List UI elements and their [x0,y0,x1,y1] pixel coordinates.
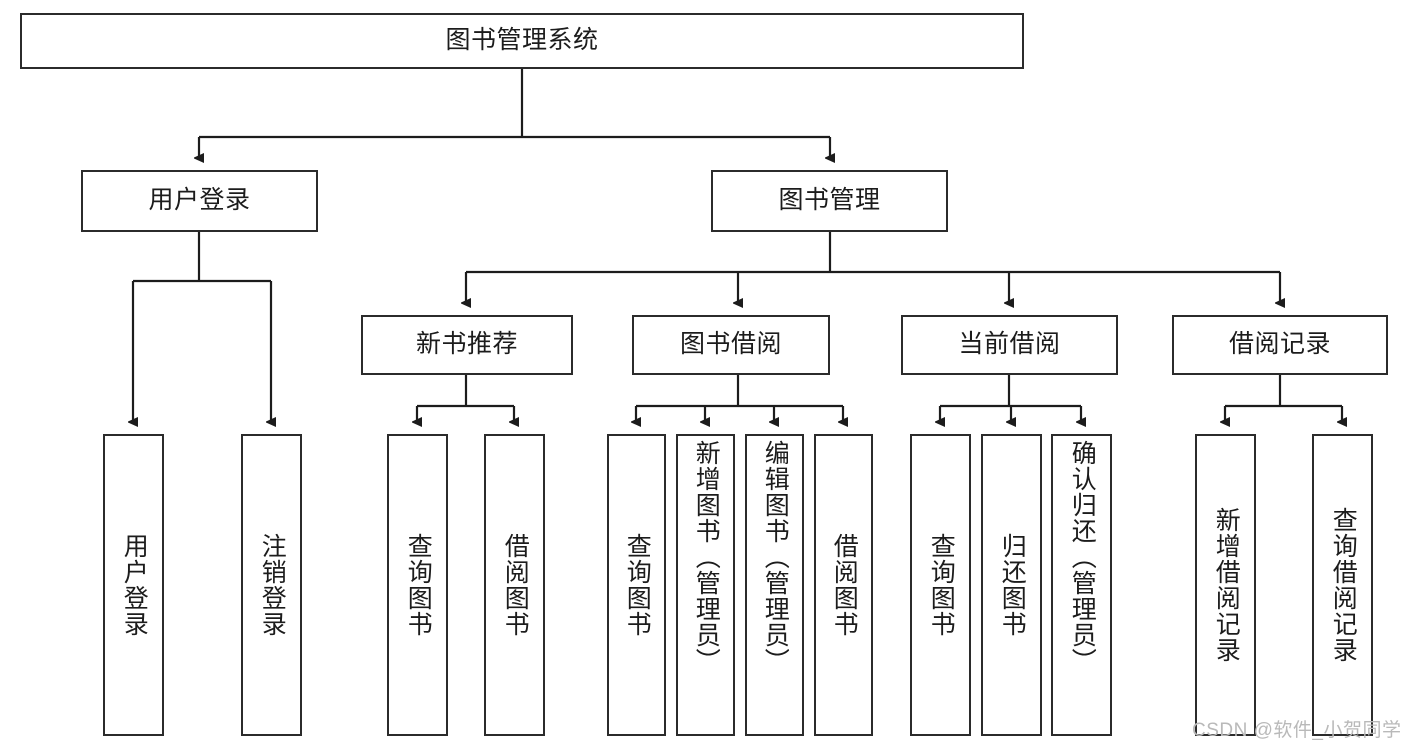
node-label: 图书借阅 [679,330,782,359]
leaf-edit-book-admin[interactable]: 编辑图书（管理员） [745,434,804,736]
node-label: 图书管理 [778,186,881,215]
node-label: 归还图书 [998,533,1027,637]
leaf-confirm-return-admin[interactable]: 确认归还（管理员） [1051,434,1112,736]
node-label: 借阅图书 [830,533,859,637]
node-label: 图书管理系统 [445,26,599,55]
node-label: 编辑图书（管理员） [761,440,790,674]
node-current-borrow[interactable]: 当前借阅 [901,315,1118,375]
node-label: 查询图书 [404,533,433,637]
leaf-borrow-book[interactable]: 借阅图书 [814,434,873,736]
leaf-logout[interactable]: 注销登录 [241,434,302,736]
leaf-query-book-current[interactable]: 查询图书 [910,434,971,736]
node-book-management[interactable]: 图书管理 [711,170,948,232]
node-label: 注销登录 [258,533,287,637]
node-label: 新书推荐 [415,330,518,359]
node-label: 查询图书 [927,533,956,637]
node-label: 借阅图书 [501,533,530,637]
leaf-query-borrow-record[interactable]: 查询借阅记录 [1312,434,1373,736]
node-borrow-record[interactable]: 借阅记录 [1172,315,1388,375]
leaf-borrow-book-recommendation[interactable]: 借阅图书 [484,434,545,736]
node-label: 新增借阅记录 [1212,507,1241,663]
node-label: 查询图书 [623,533,652,637]
node-book-borrow[interactable]: 图书借阅 [632,315,830,375]
node-new-book-recommendation[interactable]: 新书推荐 [361,315,573,375]
leaf-add-book-admin[interactable]: 新增图书（管理员） [676,434,735,736]
node-root-book-management-system[interactable]: 图书管理系统 [20,13,1024,69]
leaf-query-book-recommendation[interactable]: 查询图书 [387,434,448,736]
watermark-csdn: CSDN @软件_小贺同学 [1192,720,1402,741]
node-label: 新增图书（管理员） [692,440,721,674]
node-label: 当前借阅 [958,330,1061,359]
node-label: 确认归还（管理员） [1068,440,1097,674]
leaf-add-borrow-record[interactable]: 新增借阅记录 [1195,434,1256,736]
node-label: 用户登录 [120,533,149,637]
node-label: 用户登录 [148,186,251,215]
node-user-login[interactable]: 用户登录 [81,170,318,232]
node-label: 查询借阅记录 [1329,507,1358,663]
leaf-query-book[interactable]: 查询图书 [607,434,666,736]
node-label: 借阅记录 [1228,330,1331,359]
leaf-return-book[interactable]: 归还图书 [981,434,1042,736]
leaf-user-login[interactable]: 用户登录 [103,434,164,736]
